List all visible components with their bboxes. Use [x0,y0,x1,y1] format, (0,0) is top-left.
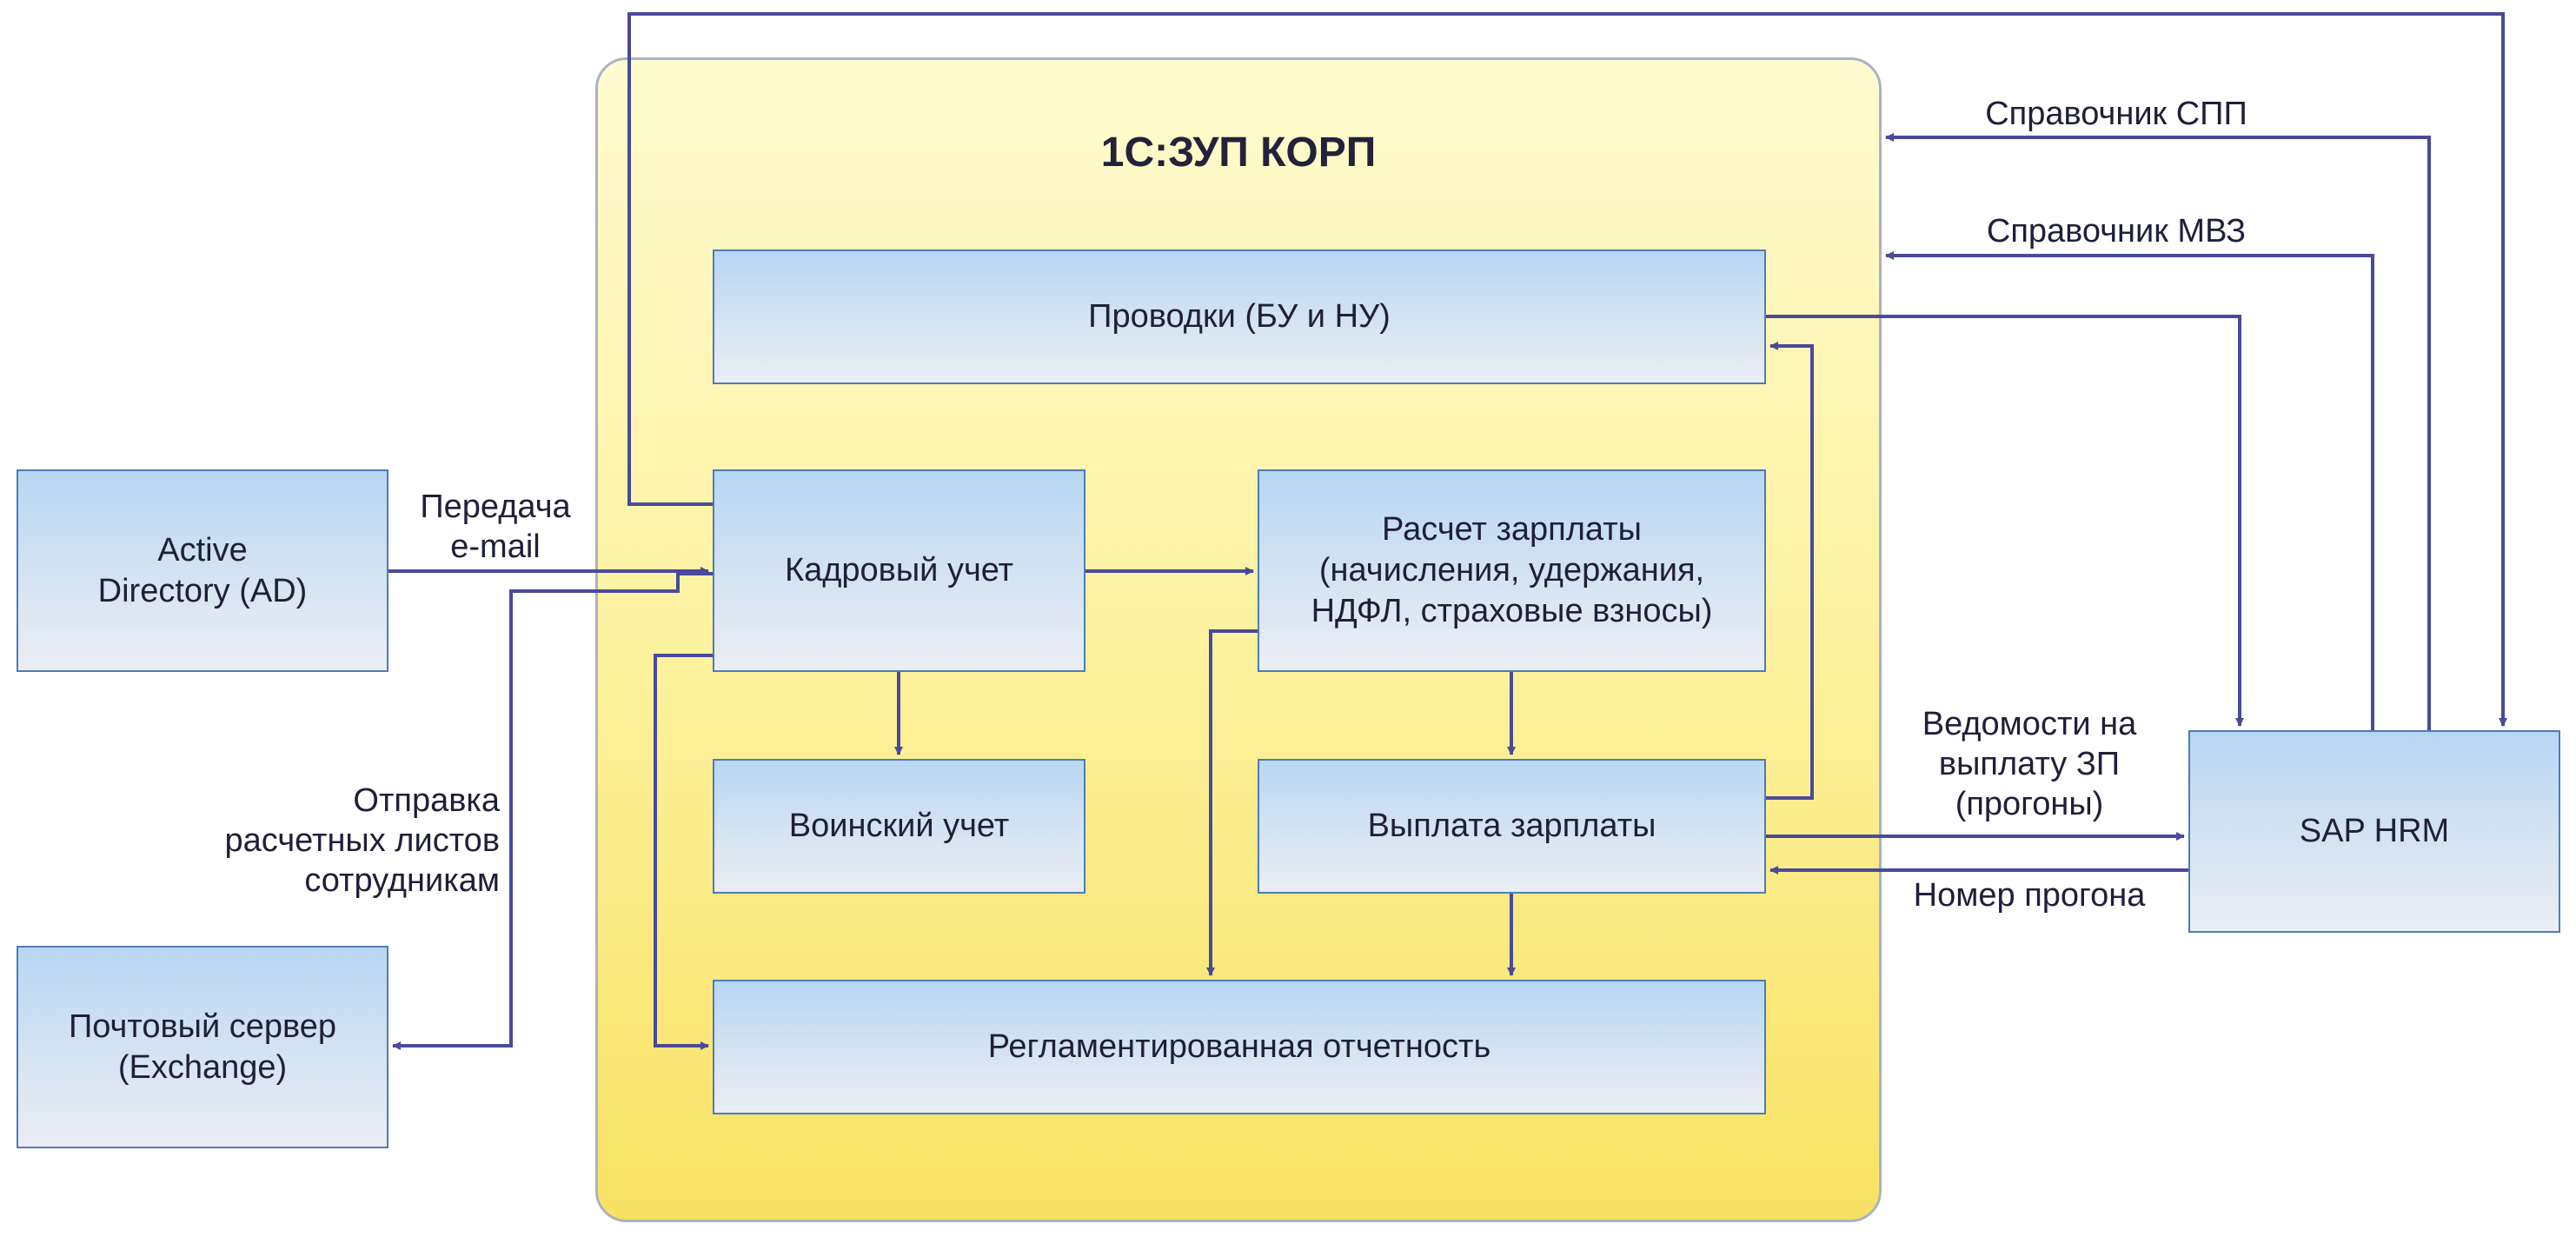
payroll-calc-box: Расчет зарплаты (начисления, удержания, … [1258,469,1766,672]
payroll-statements-label: Ведомости на выплату ЗП (прогоны) [1922,706,2137,822]
mail-server-box: Почтовый сервер (Exchange) [17,946,388,1148]
salary-payment-box: Выплата зарплаты [1258,759,1766,894]
hr-records-box: Кадровый учет [713,469,1086,672]
spp-directory-label: Справочник СПП [1985,96,2247,132]
run-number-label: Номер прогона [1913,877,2146,914]
postings-box: Проводки (БУ и НУ) [713,249,1766,384]
regulated-reporting-box: Регламентированная отчетность [713,980,1766,1114]
arrow-payroll-to-reporting [1206,629,1258,976]
arrow-hr-to-sap [627,12,2507,727]
arrow-payment-to-postings [1766,342,1814,800]
active-directory-box: Active Directory (AD) [17,469,388,672]
payslip-sending-label: Отправка расчетных листов сотрудникам [224,782,500,899]
arrow-hr-to-reporting [654,654,713,1050]
military-records-box: Воинский учет [713,759,1086,894]
arrow-hr-to-mail [392,572,713,1050]
container-title: 1С:ЗУП КОРП [1100,130,1377,176]
email-transfer-label: Передача e-mail [420,489,571,565]
arrow-mvz-directory [1885,251,2374,730]
arrow-postings-to-sap [1766,315,2244,727]
sap-hrm-box: SAP HRM [2188,730,2560,933]
arrow-spp-directory [1885,133,2431,730]
mvz-directory-label: Справочник МВЗ [1986,213,2247,249]
